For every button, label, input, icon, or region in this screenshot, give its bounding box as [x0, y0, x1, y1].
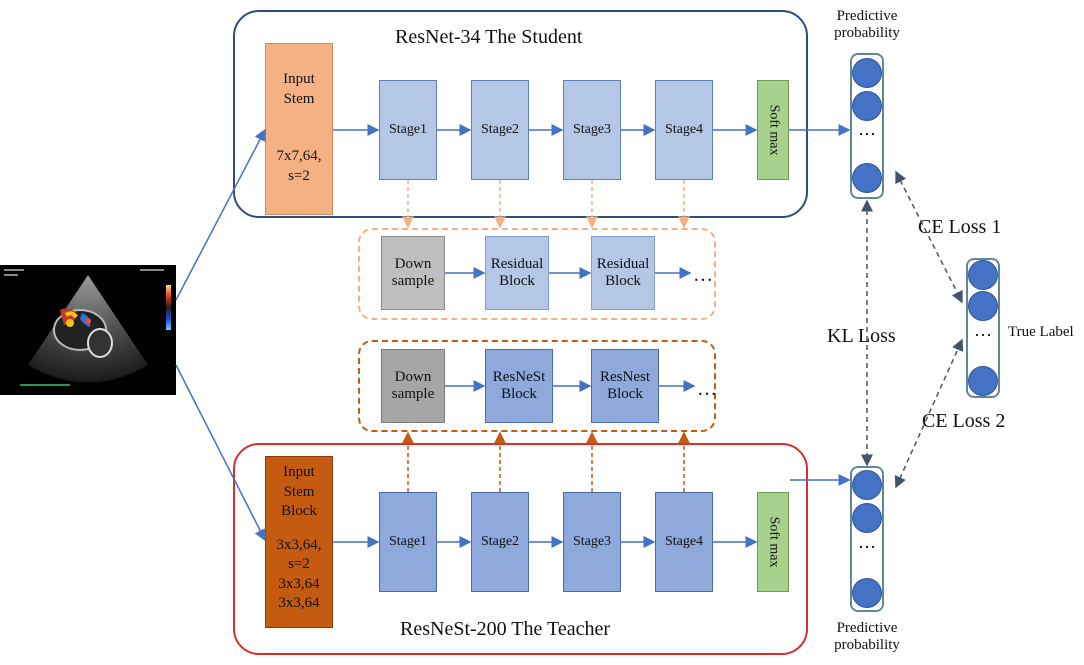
teacher-prob-cell-3 [852, 578, 882, 608]
student-stem-spec1: 7x7,64, [276, 148, 322, 164]
teacher-block-group [358, 340, 716, 432]
teacher-stage4: Stage4 [655, 492, 713, 592]
student-title: ResNet-34 The Student [395, 26, 583, 48]
true-label-dots: ⋯ [974, 325, 992, 345]
student-downsample-line2: sample [391, 273, 435, 289]
teacher-panel [233, 443, 808, 655]
teacher-stem-spec1: 3x3,64, [276, 536, 322, 553]
teacher-stem-line1: Input [283, 464, 315, 480]
student-input-stem: Input Stem 7x7,64, s=2 [265, 43, 333, 215]
student-residual-2-line1: Residual [596, 255, 650, 272]
student-stage4: Stage4 [655, 80, 713, 180]
student-prob-dots: ⋯ [858, 124, 876, 144]
student-panel [233, 10, 808, 218]
teacher-stem-spec2: s=2 [288, 556, 310, 572]
true-label-text: True Label [1008, 324, 1074, 340]
teacher-softmax: Soft max [757, 492, 789, 592]
teacher-stage3: Stage3 [563, 492, 621, 592]
student-stem-line1: Input [283, 71, 315, 87]
student-output-label: Predictive probability [826, 8, 908, 42]
teacher-input-stem: Input Stem Block 3x3,64, s=2 3x3,64 3x3,… [265, 456, 333, 628]
student-prob-cell-3 [852, 163, 882, 193]
image-to-student-arrow [175, 128, 266, 301]
teacher-resnest-2-line1: ResNest [600, 368, 650, 385]
student-output-label-line1: Predictive [836, 8, 898, 24]
student-stage3: Stage3 [563, 80, 621, 180]
student-softmax: Soft max [757, 80, 789, 180]
ce-loss-1-arrow [895, 170, 963, 304]
teacher-stem-spec3: 3x3,64 [278, 575, 320, 592]
teacher-block-ellipsis: … [697, 378, 719, 400]
student-prob-cell-2 [852, 91, 882, 121]
teacher-output-label-line1: Predictive [836, 620, 898, 636]
echocardiogram-image [0, 265, 176, 395]
student-block-group [358, 228, 716, 320]
teacher-output-label: Predictive probability [826, 620, 908, 654]
teacher-stage2: Stage2 [471, 492, 529, 592]
teacher-output-label-line2: probability [834, 637, 900, 653]
teacher-prob-dots: ⋯ [858, 537, 876, 557]
true-label-cell-2 [968, 291, 998, 321]
teacher-resnest-1-line2: Block [501, 386, 537, 402]
teacher-resnest-1-line1: ResNeSt [492, 368, 546, 385]
student-residual-1-line1: Residual [490, 255, 544, 272]
image-to-teacher-arrow [175, 364, 266, 542]
student-downsample-line1: Down [394, 255, 432, 272]
echocardiogram-graphic [4, 269, 171, 386]
ce-loss-2-arrow [894, 338, 964, 489]
student-residual-1-line2: Block [499, 273, 535, 289]
student-stage2: Stage2 [471, 80, 529, 180]
student-stage1: Stage1 [379, 80, 437, 180]
teacher-prob-cell-2 [852, 503, 882, 533]
student-stem-spec2: s=2 [288, 167, 310, 184]
student-stem-line2: Stem [283, 90, 315, 107]
teacher-prob-cell-1 [852, 470, 882, 500]
true-label-cell-1 [968, 260, 998, 290]
student-prob-cell-1 [852, 58, 882, 88]
student-residual-2-line2: Block [605, 273, 641, 289]
teacher-downsample-line2: sample [391, 386, 435, 402]
true-label-cell-3 [968, 366, 998, 396]
student-output-label-line2: probability [834, 25, 900, 41]
teacher-stem-spec4: 3x3,64 [278, 595, 320, 611]
teacher-stem-line3: Block [281, 503, 317, 519]
teacher-resnest-2-line2: Block [607, 386, 643, 402]
teacher-title: ResNeSt-200 The Teacher [400, 618, 611, 640]
teacher-stage1: Stage1 [379, 492, 437, 592]
teacher-stem-line2: Stem [283, 483, 315, 500]
student-block-ellipsis: … [693, 264, 715, 286]
teacher-downsample-line1: Down [394, 368, 432, 385]
